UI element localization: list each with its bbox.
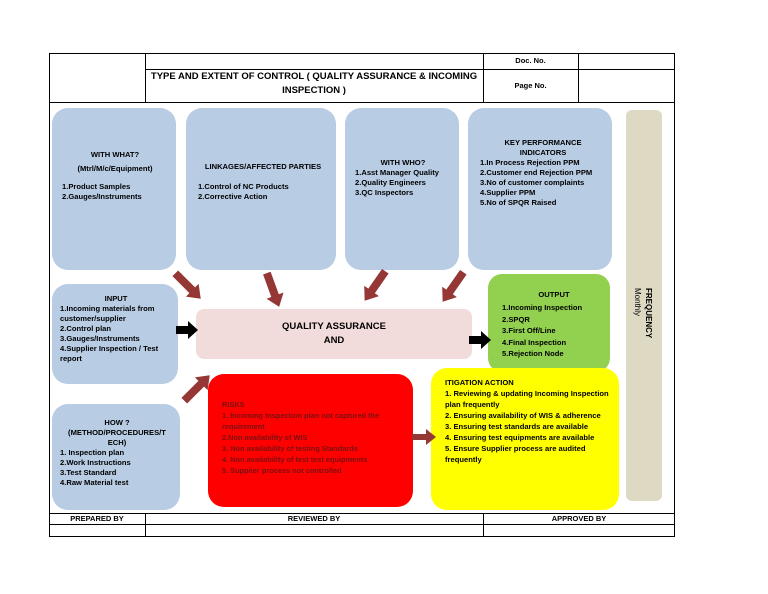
quality-assurance-box: QUALITY ASSURANCE AND (196, 309, 472, 359)
list-item: 2.Customer end Rejection PPM (480, 168, 593, 177)
list-item: 1. Incoming Inspection plan not captured… (222, 411, 380, 431)
header-left-divider (145, 53, 146, 102)
footer-row-divider (49, 524, 675, 525)
footer-left-divider (145, 513, 146, 537)
output-title: OUTPUT (538, 290, 570, 299)
with-what-box: WITH WHAT? (Mtrl/M/c/Equipment) 1.Produc… (52, 108, 176, 270)
list-item: 4.Final Inspection (502, 337, 567, 347)
with-who-title: WITH WHO? (380, 158, 426, 167)
footer-right-divider (483, 513, 484, 537)
frequency-panel: FREQUENCY Monthly (626, 110, 662, 501)
with-who-list: 1.Asst Manager Quality 2.Quality Enginee… (355, 168, 451, 198)
list-item: 2. Ensuring availability of WIS & adhere… (445, 411, 601, 420)
arrow-icon (469, 331, 491, 349)
linkages-list: 1.Control of NC Products 2.Corrective Ac… (198, 182, 328, 202)
list-item: 3. Ensuring test standards are available (445, 422, 589, 431)
list-item: 5. Ensure Supplier process are audited f… (445, 444, 586, 464)
doc-no-label: Doc. No. (515, 56, 546, 65)
with-what-title: WITH WHAT? (Mtrl/M/c/Equipment) (77, 150, 153, 173)
list-item: 1.Incoming Inspection (502, 303, 583, 312)
header-mid-divider (483, 53, 484, 102)
list-item: 2.Non availability of WIS (222, 433, 308, 442)
reviewed-by-label: REVIEWED BY (287, 514, 341, 523)
list-item: 3.First Off/Line (502, 326, 556, 335)
arrow-icon (181, 375, 210, 404)
list-item: 4. Ensuring test equipments are availabl… (445, 433, 595, 442)
list-item: 3.No of customer complaints (480, 178, 585, 187)
linkages-box: LINKAGES/AFFECTED PARTIES 1.Control of N… (186, 108, 336, 270)
list-item: 5.No of SPQR Raised (480, 198, 557, 207)
mitigation-list: 1. Reviewing & updating Incoming Inspect… (445, 388, 613, 465)
list-item: 1.In Process Rejection PPM (480, 158, 580, 167)
list-item: 1.Product Samples (62, 182, 131, 191)
list-item: 1. Reviewing & updating Incoming Inspect… (445, 389, 609, 409)
list-item: 4.Raw Material test (60, 478, 129, 487)
list-item: 5. Supplier process not controlled (222, 466, 342, 475)
mitigation-box: ITIGATION ACTION 1. Reviewing & updating… (431, 368, 619, 510)
footer-top-divider (49, 513, 675, 514)
risks-box: RISKS 1. Incoming Inspection plan not ca… (208, 374, 413, 507)
list-item: 2.Control plan (60, 324, 112, 333)
list-item: 2.Quality Engineers (355, 178, 426, 187)
header-divider (49, 102, 675, 103)
list-item: 2.Corrective Action (198, 192, 268, 201)
list-item: 3.Gauges/Instruments (60, 334, 140, 343)
input-list: 1.Incoming materials from customer/suppl… (60, 304, 172, 364)
list-item: 1. Inspection plan (60, 448, 125, 457)
arrow-icon (176, 321, 198, 339)
list-item: 3.QC Inspectors (355, 188, 414, 197)
list-item: 4.Supplier Inspection / Test report (60, 344, 159, 363)
list-item: 5.Rejection Node (502, 349, 564, 358)
form-frame (49, 53, 675, 537)
header-row-divider (145, 69, 675, 70)
kpi-title: KEY PERFORMANCE INDICATORS (504, 138, 582, 157)
prepared-by-label: PREPARED BY (70, 514, 124, 523)
input-title: INPUT (104, 294, 128, 303)
arrow-icon (263, 271, 284, 307)
how-box: HOW ? (METHOD/PROCEDURES/T ECH) 1. Inspe… (52, 404, 180, 510)
linkages-title: LINKAGES/AFFECTED PARTIES (204, 162, 322, 171)
arrow-icon (172, 270, 201, 299)
list-item: 3.Test Standard (60, 468, 117, 477)
list-item: 2.Gauges/Instruments (62, 192, 142, 201)
list-item: 1.Control of NC Products (198, 182, 289, 191)
kpi-list: 1.In Process Rejection PPM 2.Customer en… (480, 158, 606, 208)
list-item: 2.Work Instructions (60, 458, 131, 467)
kpi-box: KEY PERFORMANCE INDICATORS 1.In Process … (468, 108, 612, 270)
arrow-icon (364, 268, 389, 301)
list-item: 3. Non availability of testing Standards (222, 444, 358, 453)
with-what-list: 1.Product Samples 2.Gauges/Instruments (62, 182, 168, 202)
list-item: 2.SPQR (502, 314, 530, 324)
mitigation-title: ITIGATION ACTION (445, 378, 514, 387)
approved-by-label: APPROVED BY (551, 514, 607, 523)
list-item: 4. Non availability of test test equipme… (222, 455, 368, 464)
arrow-icon (412, 429, 436, 445)
list-item: 4.Supplier PPM (480, 188, 536, 197)
header-right-divider (578, 53, 579, 102)
risks-list: 1. Incoming Inspection plan not captured… (222, 410, 405, 476)
output-list: 1.Incoming Inspection 2.SPQR 3.First Off… (502, 302, 606, 360)
risks-title: RISKS (222, 400, 245, 409)
page-no-label: Page No. (514, 81, 547, 90)
how-title: HOW ? (METHOD/PROCEDURES/T ECH) (68, 418, 166, 447)
input-box: INPUT 1.Incoming materials from customer… (52, 284, 178, 384)
list-item: 1.Incoming materials from customer/suppl… (60, 304, 155, 323)
output-box: OUTPUT 1.Incoming Inspection 2.SPQR 3.Fi… (488, 274, 610, 372)
with-who-box: WITH WHO? 1.Asst Manager Quality 2.Quali… (345, 108, 459, 270)
frequency-value: Monthly (633, 288, 642, 317)
page-title: TYPE AND EXTENT OF CONTROL ( QUALITY ASS… (150, 71, 478, 96)
list-item: 1.Asst Manager Quality (355, 168, 439, 177)
arrow-icon (442, 269, 467, 302)
how-list: 1. Inspection plan 2.Work Instructions 3… (60, 448, 174, 488)
frequency-label: FREQUENCY (644, 288, 653, 339)
